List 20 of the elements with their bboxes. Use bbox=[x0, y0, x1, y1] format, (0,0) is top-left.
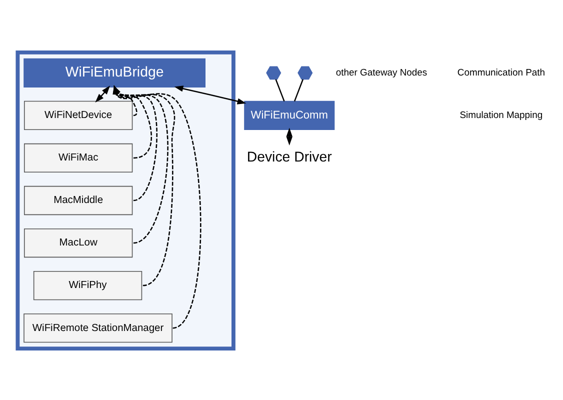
arrow bbox=[286, 127, 292, 146]
node-box: WiFiMac bbox=[24, 142, 133, 172]
connector bbox=[275, 78, 285, 101]
label: other Gateway Nodes bbox=[336, 66, 428, 78]
arrow bbox=[174, 85, 246, 104]
node-text: Device Driver bbox=[246, 148, 332, 165]
cluster bbox=[16, 50, 236, 350]
node-hexagon bbox=[266, 66, 282, 80]
legend-label: Simulation Mapping bbox=[460, 109, 543, 120]
legend-label: Communication Path bbox=[457, 66, 546, 78]
arrow bbox=[95, 85, 110, 102]
node-box: WiFiRemote StationManager bbox=[24, 313, 172, 342]
node-box: MacMiddle bbox=[24, 185, 133, 215]
connector bbox=[294, 78, 304, 101]
node-box: MacLow bbox=[24, 228, 133, 258]
node-box: WiFiNetDevice bbox=[24, 100, 133, 130]
node-box: WiFiEmuBridge bbox=[24, 58, 206, 87]
node-box: WiFiEmuComm bbox=[244, 100, 335, 130]
node-hexagon bbox=[298, 66, 313, 80]
node-box: WiFiPhy bbox=[33, 270, 142, 300]
